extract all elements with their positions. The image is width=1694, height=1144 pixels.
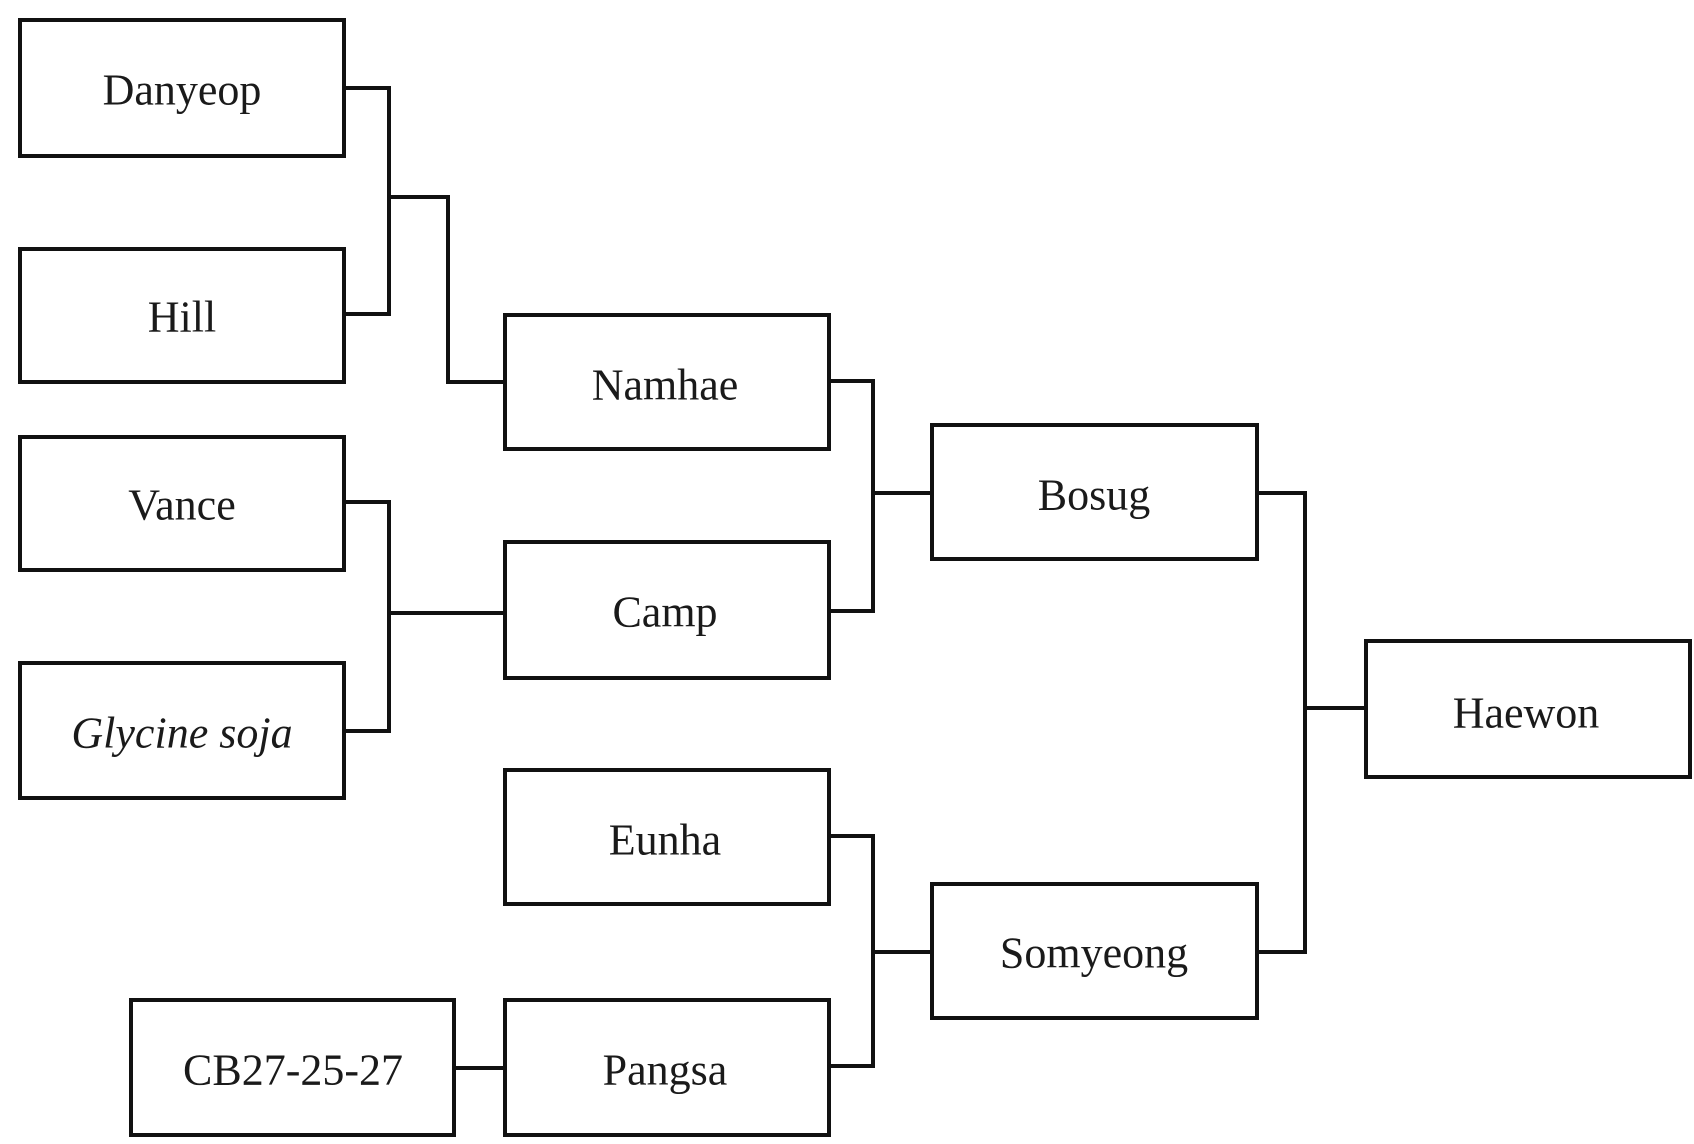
node-pangsa: Pangsa bbox=[503, 998, 831, 1137]
connector-to-namhae bbox=[387, 195, 507, 384]
node-cb27-25-27: CB27-25-27 bbox=[129, 998, 456, 1137]
node-label-somyeong: Somyeong bbox=[1000, 929, 1188, 978]
connector-vance-glycine-soja bbox=[342, 500, 391, 733]
node-vance: Vance bbox=[18, 435, 346, 572]
node-camp: Camp bbox=[503, 540, 831, 680]
node-namhae: Namhae bbox=[503, 313, 831, 451]
node-label-eunha: Eunha bbox=[609, 816, 721, 865]
node-somyeong: Somyeong bbox=[930, 882, 1259, 1020]
node-label-cb27-25-27: CB27-25-27 bbox=[183, 1046, 403, 1095]
node-label-bosug: Bosug bbox=[1038, 471, 1150, 520]
connector-danyeop-hill bbox=[342, 86, 391, 316]
node-eunha: Eunha bbox=[503, 768, 831, 906]
connector-bosug-somyeong bbox=[1255, 491, 1307, 954]
node-label-pangsa: Pangsa bbox=[603, 1046, 728, 1095]
node-hill: Hill bbox=[18, 247, 346, 384]
node-label-namhae: Namhae bbox=[592, 361, 739, 410]
node-label-danyeop: Danyeop bbox=[103, 66, 262, 115]
node-bosug: Bosug bbox=[930, 423, 1259, 561]
node-danyeop: Danyeop bbox=[18, 18, 346, 158]
node-label-haewon: Haewon bbox=[1453, 689, 1600, 738]
connector-namhae-camp bbox=[827, 379, 875, 613]
node-glycine-soja: Glycine soja bbox=[18, 661, 346, 800]
node-label-glycine-soja: Glycine soja bbox=[71, 709, 292, 758]
node-haewon: Haewon bbox=[1364, 639, 1692, 779]
node-label-hill: Hill bbox=[148, 293, 216, 342]
node-label-camp: Camp bbox=[612, 588, 717, 637]
node-label-vance: Vance bbox=[128, 481, 236, 530]
connector-eunha-pangsa bbox=[827, 834, 875, 1068]
